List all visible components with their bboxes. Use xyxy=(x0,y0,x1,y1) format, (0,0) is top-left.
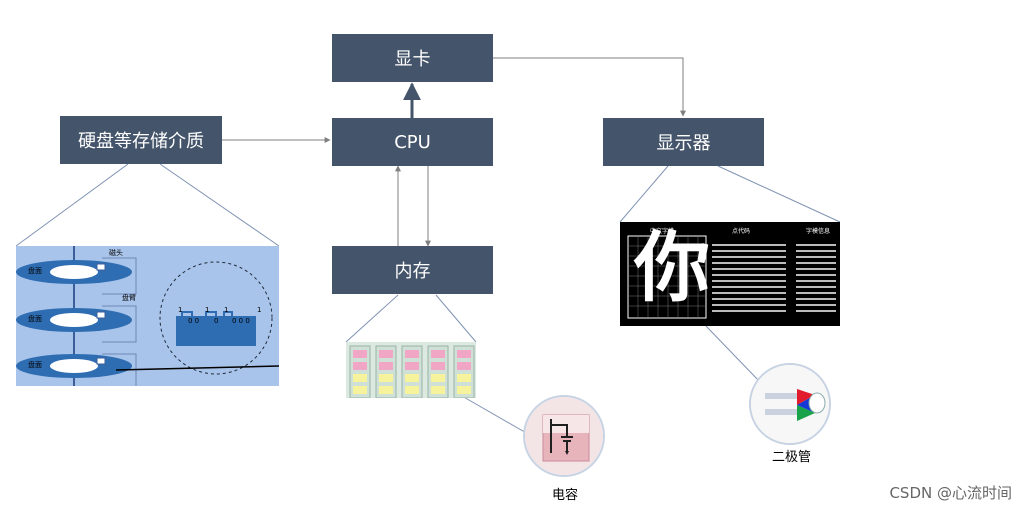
cpu-label: CPU xyxy=(394,131,431,153)
memory-chip-illustration xyxy=(346,342,476,398)
disk-platter-label-2: 盘面 xyxy=(28,315,42,323)
disk-platter-label-1: 盘面 xyxy=(28,267,42,275)
diode-zoom-circle xyxy=(749,363,831,445)
disk-bit-4: 0 xyxy=(214,317,219,325)
diode-caption: 二极管 xyxy=(772,450,812,465)
display-box: 显示器 xyxy=(603,118,764,166)
zoom-line-capacitor xyxy=(454,391,536,439)
gpu-to-display-arrow xyxy=(493,57,686,117)
disk-zoom-circle xyxy=(159,261,273,375)
storage-box: 硬盘等存储介质 xyxy=(60,116,222,164)
disk-panel: 盘面 盘面 盘面 磁头 盘臂 1 0 0 1 0 1 0 0 0 1 xyxy=(16,246,279,386)
zoom-line-memory-left xyxy=(345,294,399,343)
disk-head-label: 磁头 xyxy=(109,249,123,257)
disk-bit-2: 0 0 xyxy=(188,317,200,325)
disk-platter-label-3: 盘面 xyxy=(28,361,42,369)
display-label: 显示器 xyxy=(656,133,711,154)
disk-bit-6: 0 0 0 xyxy=(232,317,250,325)
font-panel-col3-title: 字模信息 xyxy=(806,228,831,235)
memory-label: 内存 xyxy=(394,261,431,282)
gpu-label: 显卡 xyxy=(394,49,431,70)
font-panel-col2-title: 点代码 xyxy=(732,228,751,235)
capacitor-zoom-circle xyxy=(523,395,605,477)
storage-label: 硬盘等存储介质 xyxy=(78,131,204,152)
capacitor-illustration xyxy=(525,397,603,475)
zoom-line-storage-right xyxy=(159,163,280,247)
zoom-line-diode xyxy=(705,325,761,383)
memory-box: 内存 xyxy=(332,246,493,294)
gpu-box: 显卡 xyxy=(332,34,493,82)
disk-arm-label: 盘臂 xyxy=(122,294,136,302)
watermark: CSDN @心流时间 xyxy=(889,484,1012,502)
font-glyph: 你 xyxy=(634,223,710,312)
diode-illustration xyxy=(751,365,829,443)
memory-chip-panel xyxy=(346,342,476,398)
cpu-box: CPU xyxy=(332,118,493,166)
zoom-line-display-right xyxy=(717,165,841,223)
disk-illustration xyxy=(16,246,279,386)
font-bitmap-illustration xyxy=(620,222,840,326)
disk-bit-3: 1 xyxy=(205,306,210,314)
font-bitmap-panel: 中文字模 点代码 字模信息 你 xyxy=(620,222,840,326)
disk-bit-1: 1 xyxy=(178,306,183,314)
font-panel-col1-title: 中文字模 xyxy=(650,228,675,235)
disk-bit-5: 1 xyxy=(224,306,229,314)
zoom-line-storage-left xyxy=(15,163,129,247)
disk-bit-7: 1 xyxy=(257,306,262,314)
capacitor-caption: 电容 xyxy=(552,488,579,503)
zoom-line-memory-right xyxy=(435,294,477,343)
zoom-line-display-left xyxy=(619,165,669,223)
